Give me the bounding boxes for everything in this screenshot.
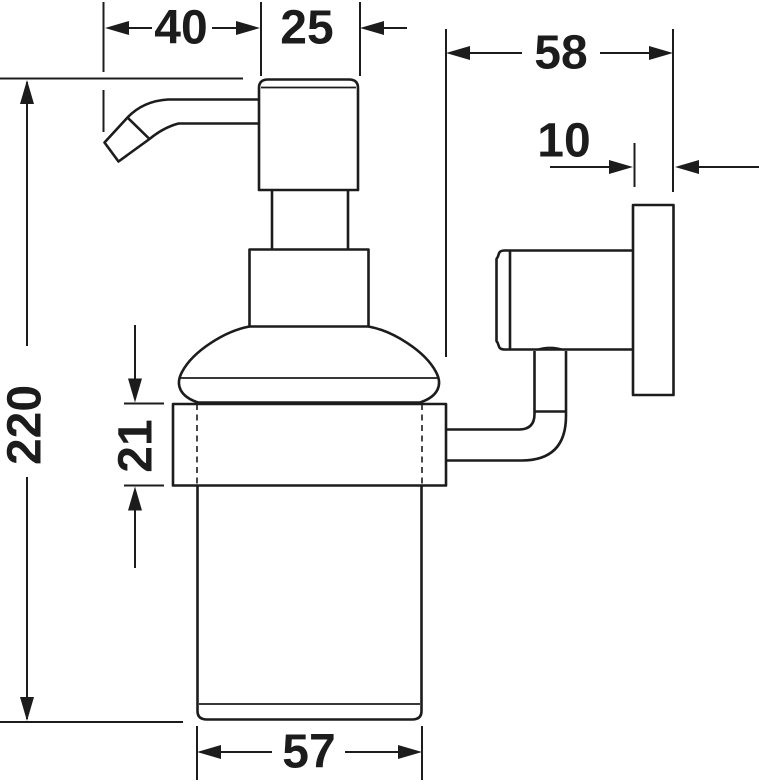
- dim-label-21: 21: [110, 419, 163, 472]
- dim-holder-ring-height: 21: [110, 325, 164, 568]
- dim-label-58: 58: [534, 27, 587, 80]
- dim-container-width: 57: [196, 726, 423, 780]
- dim-wall-bracket-depth: 58: [445, 27, 674, 357]
- dim-label-25: 25: [280, 2, 333, 55]
- pump-head: [257, 78, 360, 192]
- glass-container: [196, 485, 423, 721]
- mounting-arm: [446, 346, 568, 462]
- dim-label-40: 40: [154, 2, 207, 55]
- dim-spout-projection: 40: [102, 2, 260, 132]
- pump-stem: [270, 190, 350, 250]
- hidden-container-edge: [196, 404, 423, 486]
- pump-collar: [248, 248, 370, 328]
- spout: [103, 98, 259, 163]
- dim-overall-height: 220: [0, 77, 243, 723]
- bottle-shoulder: [177, 325, 441, 404]
- wall-plate: [631, 203, 675, 397]
- dim-label-10: 10: [537, 115, 590, 168]
- dim-label-57: 57: [282, 726, 335, 779]
- bracket-cylinder: [495, 249, 633, 351]
- dim-label-220: 220: [0, 385, 52, 465]
- dim-pump-head-width: 25: [260, 2, 407, 76]
- holder-ring: [171, 402, 448, 487]
- dim-wall-plate-thickness: 10: [537, 115, 759, 187]
